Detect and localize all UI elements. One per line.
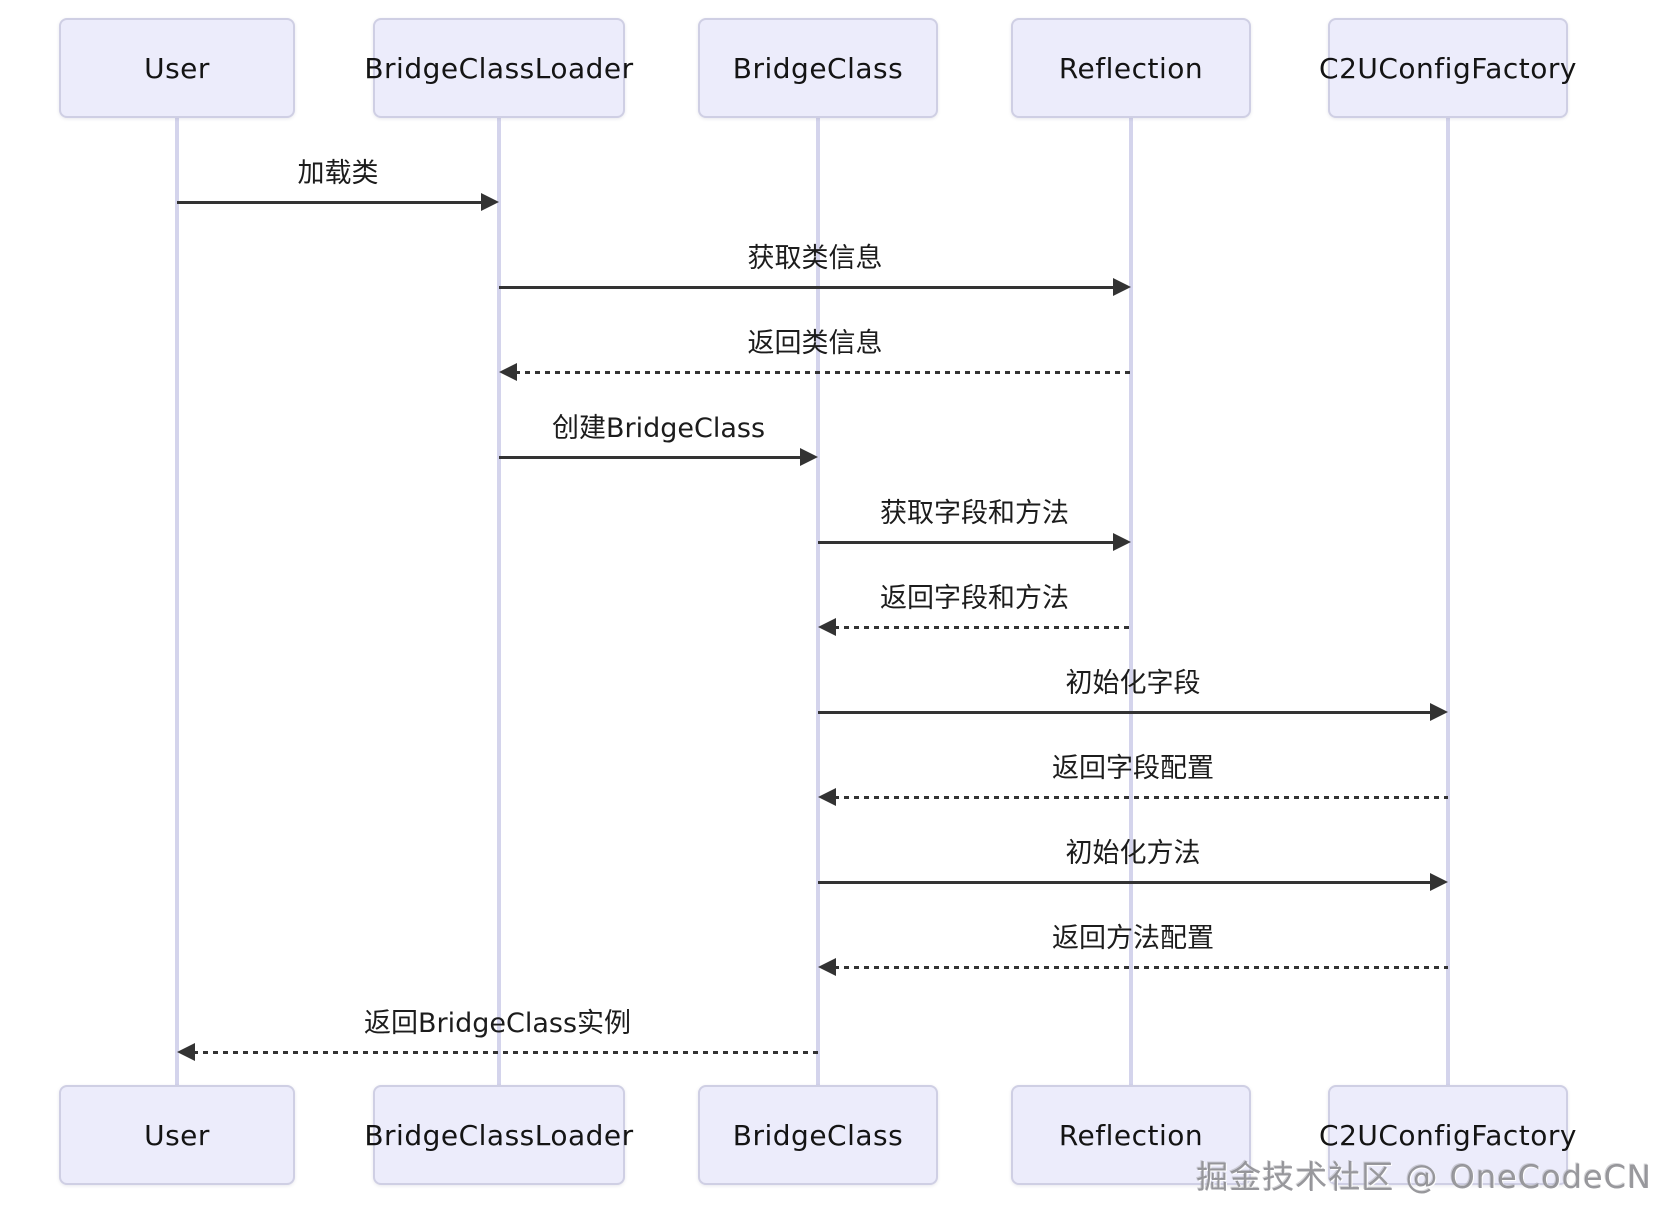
message-7-label: 初始化字段: [1065, 668, 1201, 699]
message-10-label: 返回方法配置: [1052, 923, 1214, 954]
message-4-label: 创建BridgeClass: [551, 413, 766, 444]
message-1-line: [177, 201, 493, 204]
lifeline-user: [175, 116, 179, 1087]
message-5-label: 获取字段和方法: [880, 498, 1069, 529]
message-9-label: 初始化方法: [1065, 838, 1201, 869]
message-6-label: 返回字段和方法: [880, 583, 1069, 614]
arrowhead-left-icon: [177, 1043, 195, 1061]
participant-bottom-bridge-class-loader: BridgeClassLoader: [364, 1085, 633, 1185]
message-8-label: 返回字段配置: [1052, 753, 1214, 784]
message-11-line: [183, 1051, 818, 1054]
participant-label: BridgeClassLoader: [364, 1118, 634, 1152]
arrowhead-right-icon: [1113, 533, 1131, 551]
participant-label: BridgeClass: [732, 1118, 904, 1152]
participant-bottom-user: User: [59, 1085, 295, 1185]
message-10-line: [824, 966, 1448, 969]
message-4-line: [499, 456, 812, 459]
message-1-label: 加载类: [297, 158, 379, 189]
message-6-line: [824, 626, 1131, 629]
participant-label: Reflection: [1058, 1118, 1204, 1152]
arrowhead-left-icon: [499, 363, 517, 381]
participant-label: User: [144, 1118, 210, 1152]
lifeline-bridge-class: [816, 116, 820, 1087]
lifeline-reflection: [1129, 116, 1133, 1087]
message-11-label: 返回BridgeClass实例: [363, 1008, 632, 1039]
participant-top-c2u-config-factory: C2UConfigFactory: [1319, 18, 1577, 118]
message-2-line: [499, 286, 1125, 289]
message-9-line: [818, 881, 1442, 884]
arrowhead-left-icon: [818, 788, 836, 806]
message-8-line: [824, 796, 1448, 799]
participant-top-user: User: [59, 18, 295, 118]
participant-label: BridgeClass: [732, 51, 904, 85]
message-3-label: 返回类信息: [747, 328, 883, 359]
arrowhead-left-icon: [818, 958, 836, 976]
lifeline-c2u-config-factory: [1446, 116, 1450, 1087]
arrowhead-right-icon: [1113, 278, 1131, 296]
participant-label: User: [144, 51, 210, 85]
arrowhead-right-icon: [1430, 703, 1448, 721]
participant-bottom-bridge-class: BridgeClass: [698, 1085, 938, 1185]
participant-top-reflection: Reflection: [1011, 18, 1251, 118]
participant-bottom-c2u-config-factory: C2UConfigFactory: [1319, 1085, 1577, 1185]
participant-top-bridge-class: BridgeClass: [698, 18, 938, 118]
arrowhead-right-icon: [1430, 873, 1448, 891]
participant-label: C2UConfigFactory: [1319, 51, 1577, 85]
participant-top-bridge-class-loader: BridgeClassLoader: [364, 18, 633, 118]
participant-bottom-reflection: Reflection: [1011, 1085, 1251, 1185]
message-2-label: 获取类信息: [747, 243, 883, 274]
message-5-line: [818, 541, 1125, 544]
watermark: 掘金技术社区 @ OneCodeCN: [1196, 1158, 1652, 1196]
arrowhead-right-icon: [800, 448, 818, 466]
message-7-line: [818, 711, 1442, 714]
participant-label: C2UConfigFactory: [1319, 1118, 1577, 1152]
participant-label: Reflection: [1058, 51, 1204, 85]
message-3-line: [505, 371, 1131, 374]
arrowhead-right-icon: [481, 193, 499, 211]
arrowhead-left-icon: [818, 618, 836, 636]
participant-label: BridgeClassLoader: [364, 51, 634, 85]
lifeline-bridge-class-loader: [497, 116, 501, 1087]
